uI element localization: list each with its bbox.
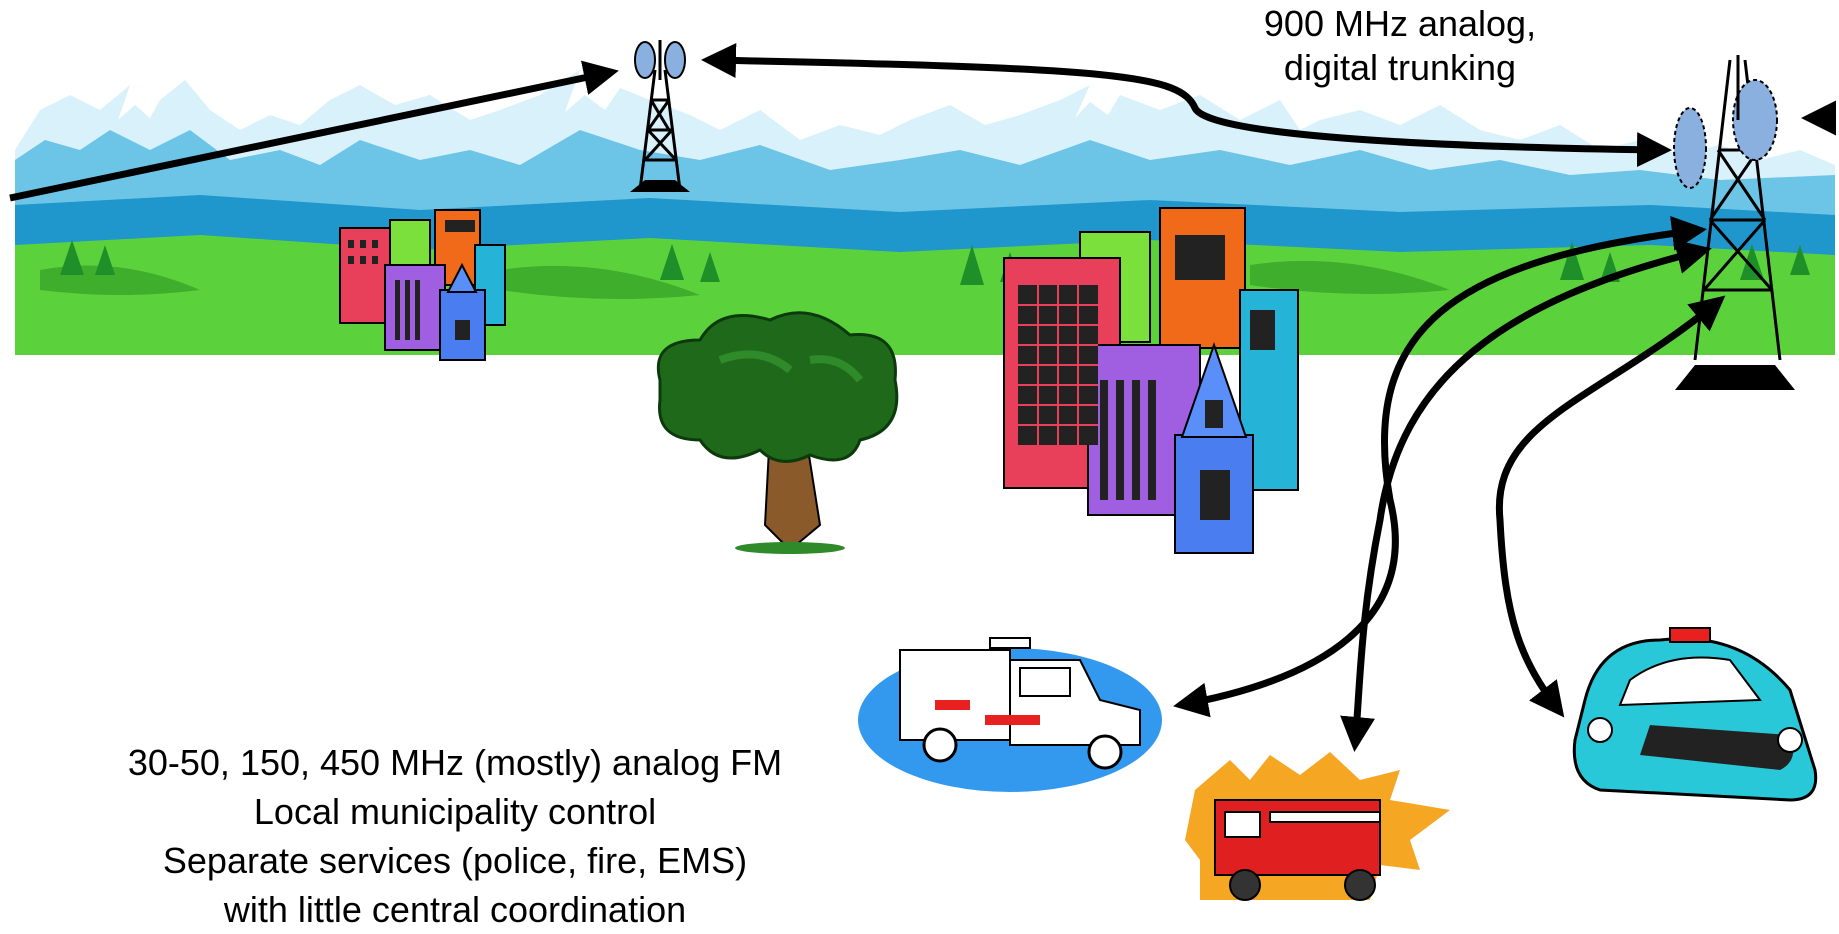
antenna-tower-left — [630, 40, 690, 192]
legacy-label-line2: Local municipality control — [253, 791, 657, 832]
fire-truck — [1185, 752, 1450, 901]
arrow-to-police — [1495, 295, 1726, 718]
trunking-label-line2: digital trunking — [1283, 47, 1517, 88]
arrow-tower-link — [701, 43, 1672, 168]
legacy-label-line1: 30-50, 150, 450 MHz (mostly) analog FM — [127, 742, 783, 783]
trunking-label: 900 MHz analog, digital trunking — [1180, 2, 1620, 90]
trunking-label-line1: 900 MHz analog, — [1263, 3, 1537, 44]
legacy-label-line3: Separate services (police, fire, EMS) — [162, 840, 748, 881]
arrow-incoming-left — [9, 60, 619, 202]
oak-tree — [657, 311, 899, 554]
police-car — [1572, 627, 1818, 802]
legacy-label: 30-50, 150, 450 MHz (mostly) analog FM L… — [40, 738, 870, 934]
ambulance — [858, 637, 1162, 792]
mountain-range — [15, 70, 1835, 355]
signal-arrows — [9, 43, 1836, 752]
city-small — [339, 209, 506, 361]
legacy-label-line4: with little central coordination — [223, 889, 687, 930]
